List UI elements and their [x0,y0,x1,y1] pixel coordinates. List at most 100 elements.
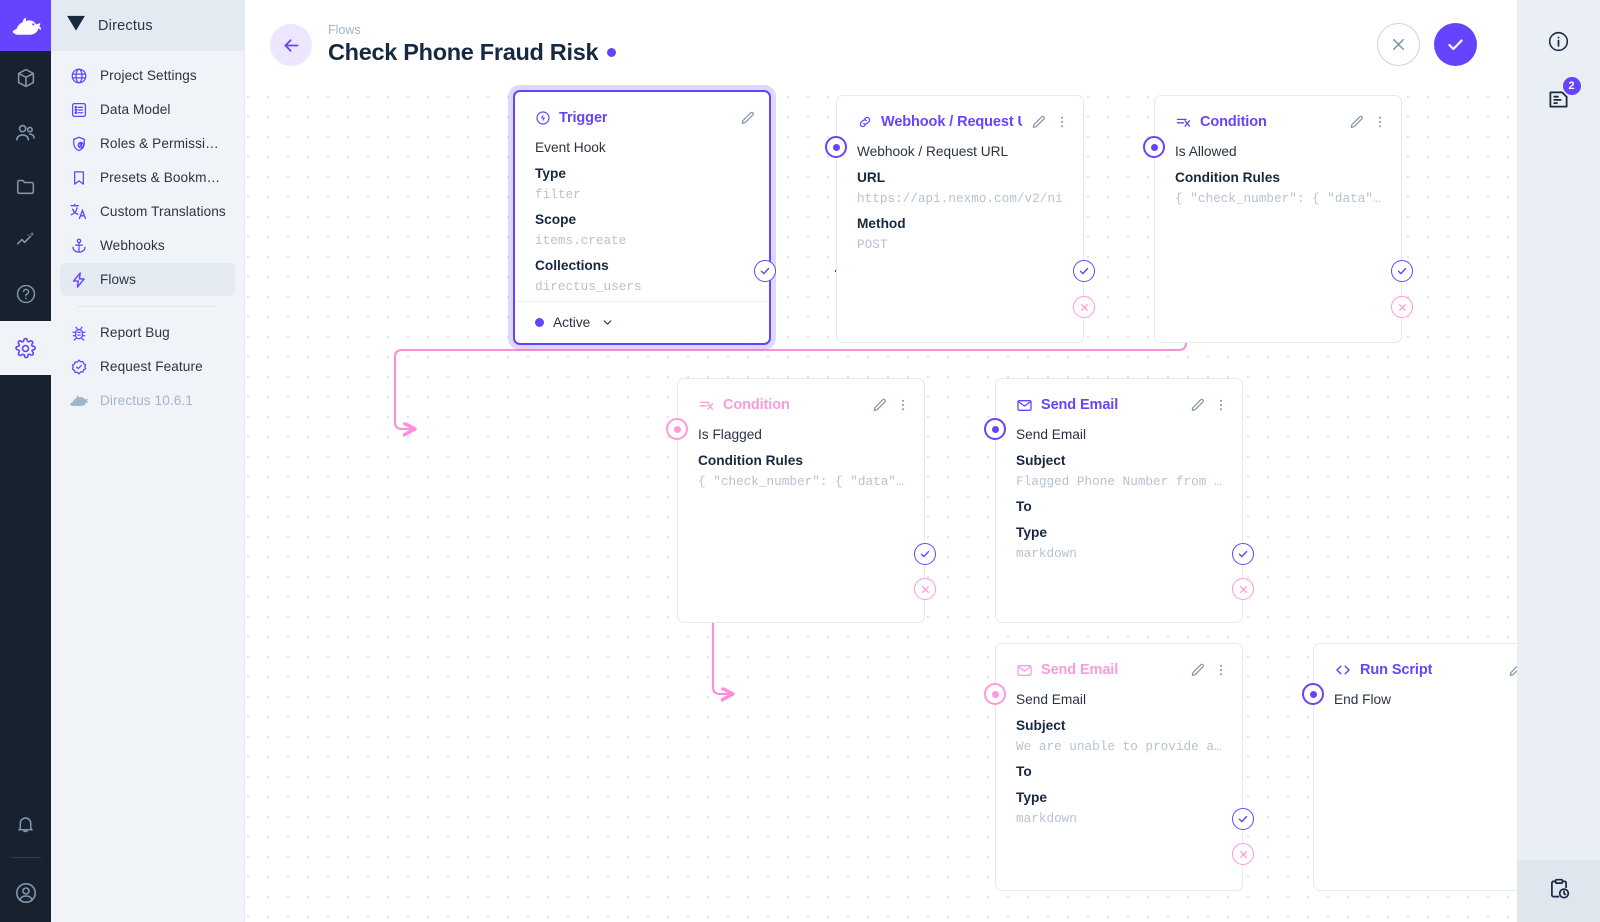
edit-pencil-icon[interactable] [871,397,888,414]
trigger-resolve-port[interactable] [754,260,776,282]
sidebar-item-webhooks[interactable]: Webhooks [60,229,235,262]
more-options-icon[interactable] [1213,662,1229,678]
condition-allowed-resolve-port[interactable] [1391,260,1413,282]
field-value: https://api.nexmo.com/v2/ni [857,191,1063,206]
mail-icon [1016,397,1033,414]
run-script-input-port[interactable] [1302,683,1324,705]
field-label: Subject [1016,453,1066,468]
flow-node-send-email-unable[interactable]: Send Email Send Email Subject We are [995,643,1243,891]
flow-canvas[interactable]: Trigger Event Hook Type filter Scope ite… [245,0,1517,922]
edit-pencil-icon[interactable] [1189,662,1206,679]
condition-allowed-reject-port[interactable] [1391,296,1413,318]
send-email-unable-input-port[interactable] [984,683,1006,705]
card-body: Is Flagged Condition Rules { "check_numb… [678,417,924,492]
trigger-status-row[interactable]: Active [515,301,769,343]
field-value: markdown [1016,811,1077,826]
settings-sidebar: Directus Project Settings Data Model Rol… [51,0,245,922]
more-options-icon[interactable] [1372,114,1388,130]
flow-status-dot-icon [607,47,617,57]
globe-icon [69,66,88,85]
edit-pencil-icon[interactable] [1348,114,1365,131]
module-file-library-icon[interactable] [0,159,51,213]
send-email-flagged-reject-port[interactable] [1232,578,1254,600]
edit-pencil-icon[interactable] [1030,114,1047,131]
sidebar-item-data-model[interactable]: Data Model [60,93,235,126]
webhook-reject-port[interactable] [1073,296,1095,318]
field-value: Flagged Phone Number from … [1016,474,1222,489]
breadcrumb[interactable]: Flows [328,23,361,37]
flow-node-condition-is-allowed[interactable]: Condition Is Allowed Condition Rules [1154,95,1402,343]
module-notifications-icon[interactable] [0,797,51,851]
save-button[interactable] [1434,22,1477,66]
field-label: Collections [535,258,609,273]
module-user-directory-icon[interactable] [0,105,51,159]
card-type: Trigger [535,110,607,126]
translate-icon [69,202,88,221]
send-email-flagged-resolve-port[interactable] [1232,543,1254,565]
sidebar-nav-list: Project Settings Data Model Roles & Perm… [51,51,244,417]
module-settings-icon[interactable] [0,321,51,375]
flow-topbar: Flows Check Phone Fraud Risk [245,0,1517,84]
sidebar-item-roles-permissions[interactable]: Roles & Permissions [60,127,235,160]
more-options-icon[interactable] [895,397,911,413]
module-docs-icon[interactable] [0,267,51,321]
card-body: Webhook / Request URL URL https://api.ne… [837,134,1083,255]
sidebar-item-project-settings[interactable]: Project Settings [60,59,235,92]
condition-flagged-resolve-port[interactable] [914,543,936,565]
sidebar-item-report-bug[interactable]: Report Bug [60,316,235,349]
sidebar-header: Directus [51,0,244,51]
card-actions [739,110,756,127]
badge-check-icon [69,357,88,376]
edit-pencil-icon[interactable] [1507,662,1517,679]
flow-node-send-email-flagged[interactable]: Send Email Send Email Subject Flagged [995,378,1243,623]
card-type-label: Condition [723,397,790,413]
flow-history-button[interactable] [1517,860,1600,922]
sidebar-item-custom-translations[interactable]: Custom Translations [60,195,235,228]
flow-node-run-script[interactable]: Run Script End Flow [1313,643,1517,891]
sidebar-item-flows[interactable]: Flows [60,263,235,296]
send-email-unable-reject-port[interactable] [1232,843,1254,865]
condition-flagged-reject-port[interactable] [914,578,936,600]
rabbit-logo-icon[interactable] [0,0,51,51]
status-dot-icon [535,318,544,327]
sidebar-item-request-feature[interactable]: Request Feature [60,350,235,383]
flow-node-webhook[interactable]: Webhook / Request U Webhook / Request UR… [836,95,1084,343]
edit-pencil-icon[interactable] [739,110,756,127]
webhook-resolve-port[interactable] [1073,260,1095,282]
sidebar-item-presets-bookmarks[interactable]: Presets & Bookmar... [60,161,235,194]
condition-icon [698,397,715,414]
flow-node-trigger[interactable]: Trigger Event Hook Type filter Scope ite… [513,90,771,345]
field-label: Type [535,166,566,181]
link-icon [857,114,873,130]
sidebar-item-label: Report Bug [100,325,170,340]
card-body: Send Email Subject We are unable to prov… [996,682,1242,829]
send-email-flagged-input-port[interactable] [984,418,1006,440]
logs-icon[interactable]: 2 [1529,70,1589,128]
field-label: To [1016,764,1032,779]
condition-flagged-input-port[interactable] [666,418,688,440]
cancel-button[interactable] [1377,22,1420,66]
flow-node-condition-is-flagged[interactable]: Condition Is Flagged Condition Rules [677,378,925,623]
node-name: Send Email [1016,692,1086,707]
edit-pencil-icon[interactable] [1189,397,1206,414]
module-account-icon[interactable] [0,864,51,922]
card-type: Run Script [1334,661,1432,679]
chevron-down-icon[interactable] [601,316,614,329]
card-body: Send Email Subject Flagged Phone Number … [996,417,1242,564]
webhook-input-port[interactable] [825,136,847,158]
module-insights-icon[interactable] [0,213,51,267]
condition-icon [1175,114,1192,131]
more-options-icon[interactable] [1213,397,1229,413]
info-icon[interactable] [1529,12,1589,70]
card-type-label: Send Email [1041,397,1119,413]
list-box-icon [69,100,88,119]
sidebar-item-label: Data Model [100,102,171,117]
card-body: Is Allowed Condition Rules { "check_numb… [1155,134,1401,209]
module-content-icon[interactable] [0,51,51,105]
condition-allowed-input-port[interactable] [1143,136,1165,158]
rabbit-small-icon [69,391,88,410]
back-button[interactable] [270,24,312,66]
field-label: Scope [535,212,577,227]
send-email-unable-resolve-port[interactable] [1232,808,1254,830]
more-options-icon[interactable] [1054,114,1070,130]
